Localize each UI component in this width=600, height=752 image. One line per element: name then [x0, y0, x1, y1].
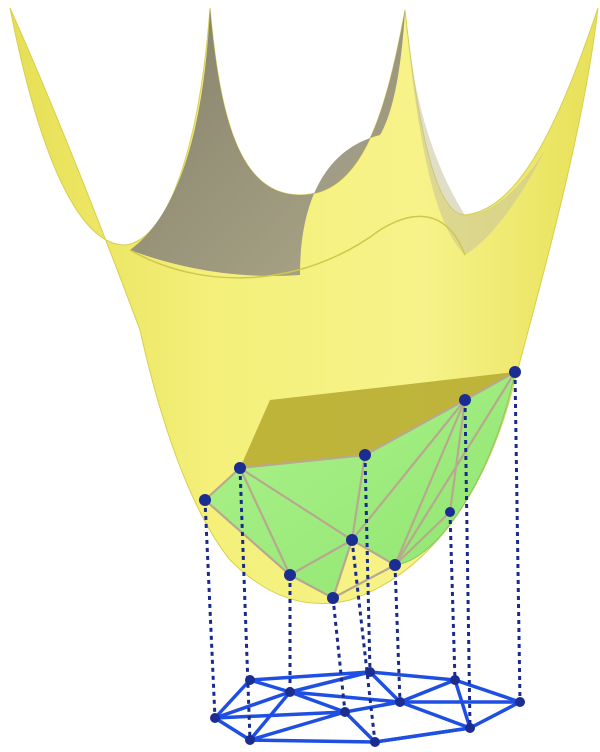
vertex-dot — [465, 723, 475, 733]
vertex-dot — [327, 592, 339, 604]
vertex-dot — [340, 707, 350, 717]
vertex-dot — [199, 494, 211, 506]
vertex-dot — [515, 697, 525, 707]
vertex-dot — [365, 667, 375, 677]
vertex-dot — [284, 569, 296, 581]
vertex-dot — [346, 534, 358, 546]
vertex-dot — [389, 559, 401, 571]
vertex-dot — [450, 675, 460, 685]
vertex-dot — [245, 735, 255, 745]
vertex-dot — [370, 737, 380, 747]
vertex-dot — [234, 462, 246, 474]
vertex-dot — [359, 449, 371, 461]
vertex-dot — [395, 697, 405, 707]
vertex-dot — [210, 713, 220, 723]
vertex-dot — [285, 687, 295, 697]
vertex-dot — [445, 507, 455, 517]
vertex-dot — [509, 366, 521, 378]
vertex-dot — [245, 675, 255, 685]
vertex-dot — [459, 394, 471, 406]
planar-triangulation — [215, 672, 520, 742]
